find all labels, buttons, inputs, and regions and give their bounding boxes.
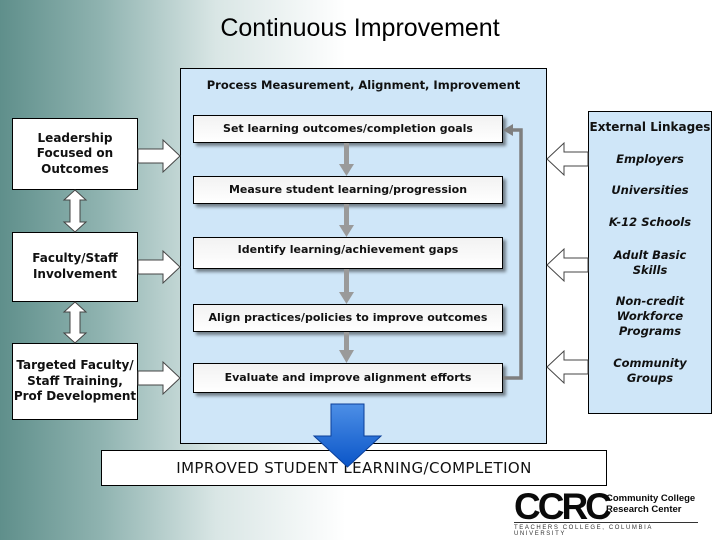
arrow-right-icon (137, 360, 181, 396)
faculty-staff-line-1: Faculty/Staff (32, 251, 118, 266)
faculty-staff-box: Faculty/Staff Involvement (12, 232, 138, 302)
step-down-arrow-icon (339, 269, 354, 304)
process-panel-title: Process Measurement, Alignment, Improvem… (206, 78, 521, 92)
external-item-line: Adult Basic (613, 248, 687, 262)
external-item-line: Non-credit (615, 294, 685, 308)
ccrc-logo-mark: CCRC (514, 486, 612, 527)
external-item-line: Groups (626, 370, 674, 385)
double-arrow-icon (62, 189, 88, 233)
step-down-arrow-icon (339, 332, 354, 363)
leadership-line-1: Leadership (37, 130, 113, 145)
external-linkages-panel (588, 111, 712, 414)
external-item-employers: Employers (588, 152, 712, 167)
ccrc-logo: CCRC Community College Research Center T… (514, 488, 714, 537)
step-down-arrow-icon (339, 204, 354, 237)
external-item-noncredit-workforce: Non-credit Workforce Programs (588, 294, 712, 339)
leadership-line-3: Outcomes (41, 161, 109, 176)
external-item-adult-basic-skills: Adult Basic Skills (588, 248, 712, 278)
training-line-1: Targeted Faculty/ (16, 358, 134, 373)
training-box: Targeted Faculty/ Staff Training, Prof D… (12, 343, 138, 420)
feedback-loop-arrowhead-icon (503, 124, 513, 136)
external-item-line: Employers (616, 152, 684, 166)
external-item-line: Programs (618, 323, 682, 338)
leadership-line-2: Focused on (36, 146, 114, 161)
ccrc-logo-subtitle: TEACHERS COLLEGE, COLUMBIA UNIVERSITY (514, 525, 653, 537)
external-item-k12: K-12 Schools (588, 215, 712, 230)
external-item-universities: Universities (588, 183, 712, 198)
step-down-arrow-icon (339, 143, 354, 176)
step-evaluate-efforts: Evaluate and improve alignment efforts (193, 363, 503, 393)
training-line-3: Prof Development (13, 389, 137, 404)
external-linkages-title: External Linkages (589, 120, 711, 134)
step-align-practices: Align practices/policies to improve outc… (193, 304, 503, 332)
leadership-box: Leadership Focused on Outcomes (12, 118, 138, 190)
external-item-line: K-12 Schools (608, 215, 692, 229)
training-line-2: Staff Training, (27, 373, 123, 388)
arrow-left-icon (546, 349, 589, 385)
external-item-community-groups: Community Groups (588, 356, 712, 386)
step-set-goals: Set learning outcomes/completion goals (193, 115, 503, 143)
double-arrow-icon (62, 301, 88, 344)
external-item-line: Community (613, 356, 687, 370)
external-item-line: Workforce (616, 308, 684, 323)
arrow-right-icon (137, 138, 181, 174)
faculty-staff-line-2: Involvement (32, 267, 118, 281)
ccrc-logo-name-line-1: Community College (606, 493, 696, 504)
feedback-loop-arrow-icon (503, 128, 523, 380)
slide-title: Continuous Improvement (220, 14, 500, 42)
ccrc-logo-name-line-2: Research Center (606, 503, 682, 515)
step-identify-gaps: Identify learning/achievement gaps (193, 237, 503, 269)
arrow-left-icon (546, 247, 589, 283)
external-item-line: Universities (611, 183, 689, 197)
ccrc-logo-divider (514, 522, 698, 523)
arrow-left-icon (546, 141, 589, 177)
ccrc-logo-name: Community College Research Center (606, 493, 696, 516)
step-measure-learning: Measure student learning/progression (193, 176, 503, 204)
external-item-line: Skills (632, 262, 668, 277)
result-arrow-icon (312, 403, 383, 468)
arrow-right-icon (137, 249, 181, 285)
